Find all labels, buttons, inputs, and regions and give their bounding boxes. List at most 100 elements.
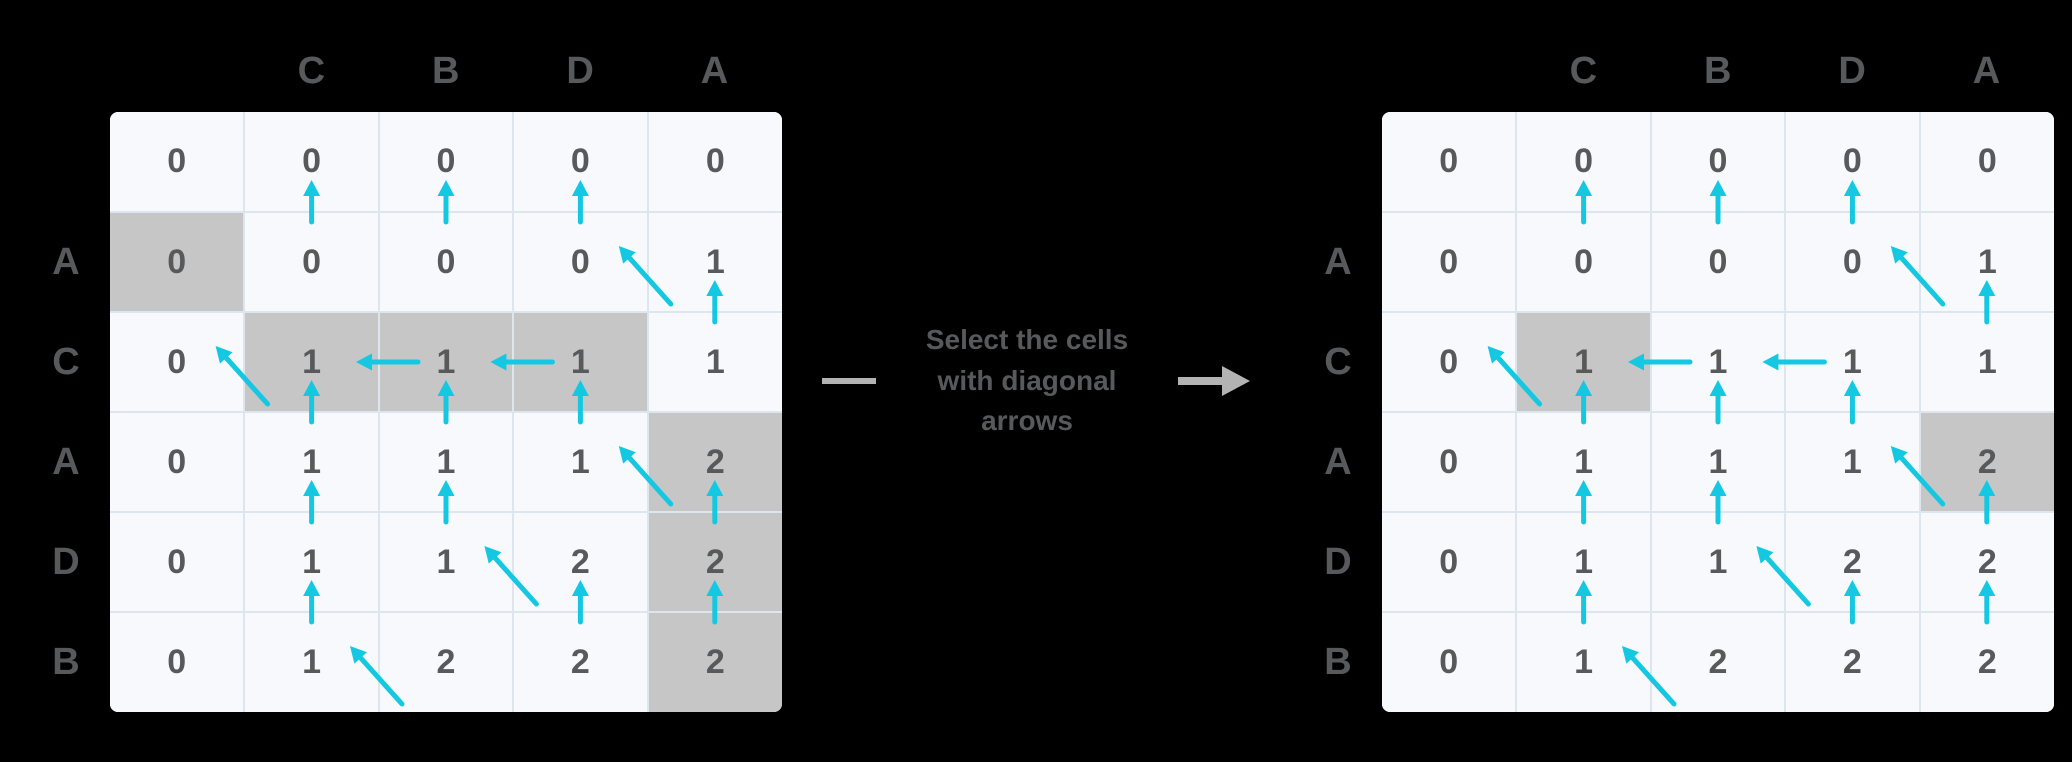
cell-r0-c0[interactable]: 0 [110, 112, 246, 213]
cell-r3-c3[interactable]: 1 [513, 412, 649, 513]
cell-r2-c1[interactable]: 1 [1516, 312, 1652, 413]
arrow-right-icon [1178, 366, 1250, 396]
cell-r4-c4[interactable]: 2 [647, 512, 782, 613]
cell-r5-c4[interactable]: 2 [647, 612, 782, 712]
cell-r5-c3[interactable]: 2 [513, 612, 649, 712]
cell-r2-c3[interactable]: 1 [513, 312, 649, 413]
cell-r4-c3[interactable]: 2 [513, 512, 649, 613]
cell-r4-c1[interactable]: 1 [244, 512, 380, 613]
caption-line-1: Select the cells [925, 324, 1129, 356]
cell-r1-c0[interactable]: 0 [1382, 212, 1518, 313]
cell-r0-c4[interactable]: 0 [647, 112, 782, 213]
cell-r3-c0[interactable]: 0 [110, 412, 246, 513]
cell-r0-c2[interactable]: 0 [378, 112, 515, 213]
row-header-b-5: B [1324, 640, 1352, 683]
cell-r0-c1[interactable]: 0 [244, 112, 380, 213]
cell-r0-c2[interactable]: 0 [1650, 112, 1787, 213]
cell-r2-c0[interactable]: 0 [110, 312, 246, 413]
row-header-a-1: A [52, 240, 80, 283]
cell-r0-c3[interactable]: 0 [1785, 112, 1921, 213]
cell-r4-c0[interactable]: 0 [1382, 512, 1518, 613]
column-header-b-2: B [1704, 49, 1732, 92]
column-header-blank [110, 40, 244, 102]
row-header-a-3: A [52, 440, 80, 483]
cell-r1-c4[interactable]: 1 [1919, 212, 2054, 313]
row-header-column: A C A D B [1298, 112, 1378, 712]
cell-r3-c1[interactable]: 1 [244, 412, 380, 513]
cell-r2-c4[interactable]: 1 [647, 312, 782, 413]
column-header-a-4: A [700, 49, 729, 92]
column-header-d-3: D [1838, 49, 1867, 92]
cell-r1-c4[interactable]: 1 [647, 212, 782, 313]
column-header-d-3: D [566, 49, 595, 92]
cell-r2-c2[interactable]: 1 [1650, 312, 1787, 413]
column-header-a-4: A [1972, 49, 2001, 92]
caption-line-3: arrows [981, 405, 1073, 437]
row-header-a-3: A [1324, 440, 1352, 483]
cell-r1-c3[interactable]: 0 [1785, 212, 1921, 313]
cell-r2-c0[interactable]: 0 [1382, 312, 1518, 413]
cell-r5-c1[interactable]: 1 [244, 612, 380, 712]
cell-r5-c1[interactable]: 1 [1516, 612, 1652, 712]
cell-r4-c3[interactable]: 2 [1785, 512, 1921, 613]
row-header-c-2: C [52, 340, 80, 383]
cell-r3-c2[interactable]: 1 [1650, 412, 1787, 513]
cell-r3-c2[interactable]: 1 [378, 412, 515, 513]
cell-r1-c1[interactable]: 0 [1516, 212, 1652, 313]
cell-r2-c3[interactable]: 1 [1785, 312, 1921, 413]
cell-r5-c0[interactable]: 0 [1382, 612, 1518, 712]
cell-r4-c1[interactable]: 1 [1516, 512, 1652, 613]
row-header-a-1: A [1324, 240, 1352, 283]
cell-r4-c4[interactable]: 2 [1919, 512, 2054, 613]
cell-r0-c1[interactable]: 0 [1516, 112, 1652, 213]
cell-r1-c1[interactable]: 0 [244, 212, 380, 313]
cell-r0-c3[interactable]: 0 [513, 112, 649, 213]
column-header-c-1: C [1569, 49, 1598, 92]
cell-r3-c4[interactable]: 2 [647, 412, 782, 513]
row-header-b-5: B [52, 640, 80, 683]
cell-r4-c2[interactable]: 1 [1650, 512, 1787, 613]
cell-r2-c2[interactable]: 1 [378, 312, 515, 413]
cell-r5-c4[interactable]: 2 [1919, 612, 2054, 712]
cell-r3-c3[interactable]: 1 [1785, 412, 1921, 513]
cell-r1-c2[interactable]: 0 [378, 212, 515, 313]
row-header-blank [26, 112, 106, 212]
cell-r4-c0[interactable]: 0 [110, 512, 246, 613]
cell-r4-c2[interactable]: 1 [378, 512, 515, 613]
cell-r2-c1[interactable]: 1 [244, 312, 380, 413]
cell-r5-c0[interactable]: 0 [110, 612, 246, 712]
cell-r3-c0[interactable]: 0 [1382, 412, 1518, 513]
cell-r1-c0[interactable]: 0 [110, 212, 246, 313]
cell-r0-c4[interactable]: 0 [1919, 112, 2054, 213]
cell-r1-c3[interactable]: 0 [513, 212, 649, 313]
column-header-c-1: C [297, 49, 326, 92]
row-header-d-4: D [1324, 540, 1352, 583]
cell-r5-c3[interactable]: 2 [1785, 612, 1921, 712]
cell-r3-c4[interactable]: 2 [1919, 412, 2054, 513]
cell-r1-c2[interactable]: 0 [1650, 212, 1787, 313]
cell-r2-c4[interactable]: 1 [1919, 312, 2054, 413]
cell-r3-c1[interactable]: 1 [1516, 412, 1652, 513]
cell-r5-c2[interactable]: 2 [378, 612, 515, 712]
column-header-blank [1382, 40, 1516, 102]
row-header-c-2: C [1324, 340, 1352, 383]
cell-r0-c0[interactable]: 0 [1382, 112, 1518, 213]
caption-line-2: with diagonal [937, 364, 1117, 396]
cell-r5-c2[interactable]: 2 [1650, 612, 1787, 712]
